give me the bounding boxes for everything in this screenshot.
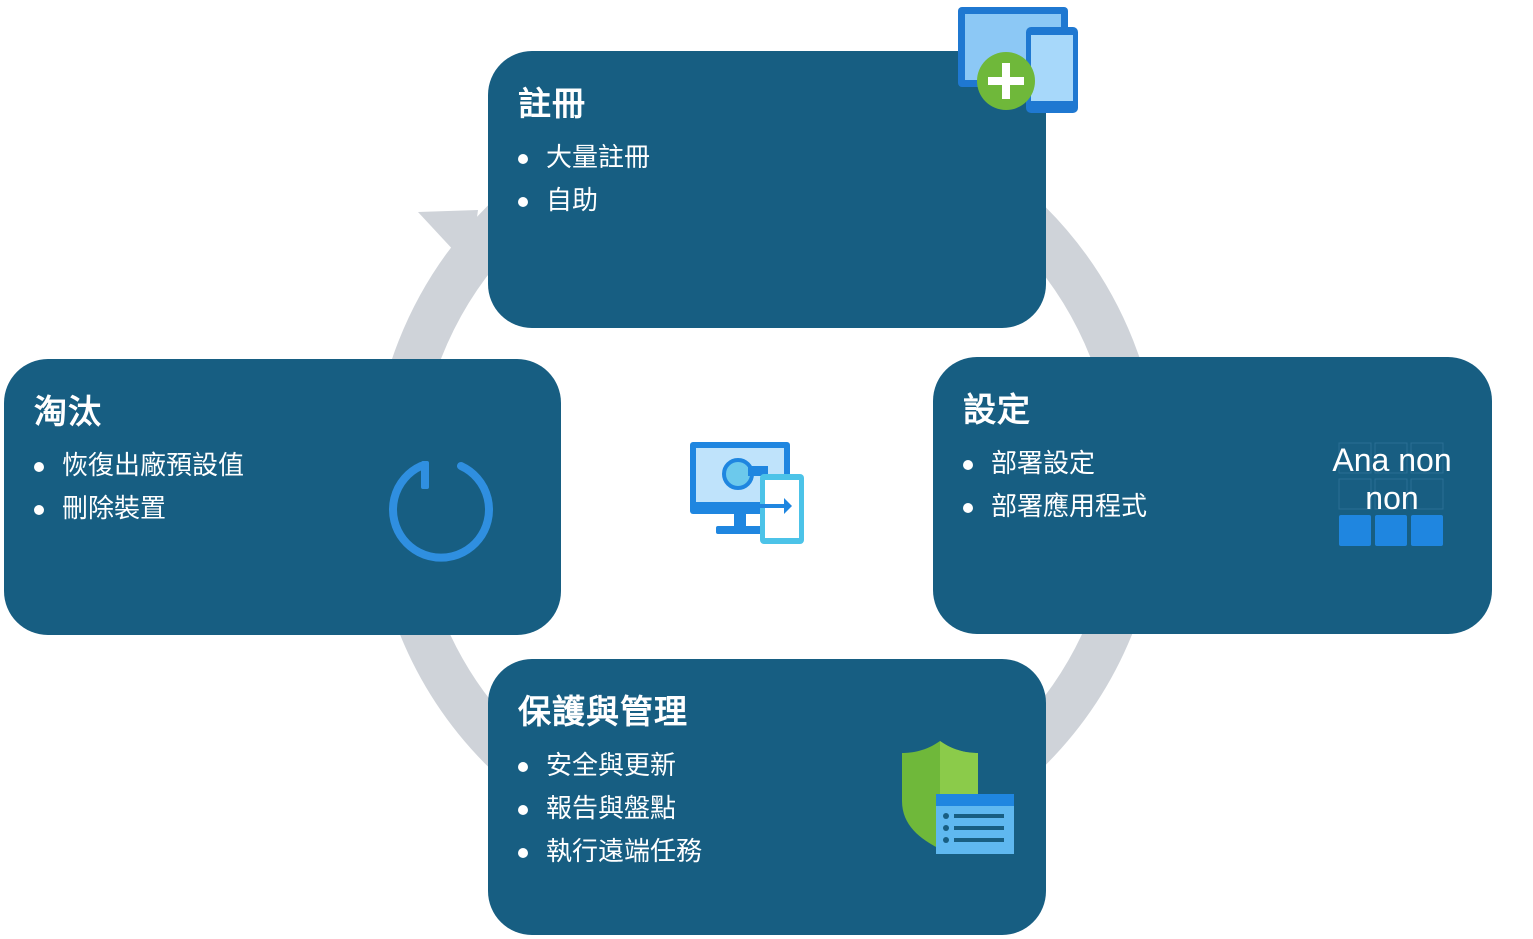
power-reset-icon [389, 461, 493, 562]
enroll-card: 註冊 大量註冊 自助 [488, 51, 1046, 328]
list-item: 部署應用程式 [963, 486, 1147, 529]
protect-list: 安全與更新 報告與盤點 執行遠端任務 [518, 745, 702, 874]
app-grid-label-line1: Ana non [1332, 442, 1452, 478]
configure-list: 部署設定 部署應用程式 [963, 443, 1147, 529]
retire-card: 淘汰 恢復出廠預設值 刪除裝置 [4, 359, 561, 635]
configure-title: 設定 [963, 390, 1031, 429]
enroll-list: 大量註冊 自助 [518, 137, 650, 223]
app-grid-label-line2: non [1365, 480, 1419, 516]
retire-title: 淘汰 [34, 392, 102, 431]
retire-list: 恢復出廠預設值 刪除裝置 [34, 445, 244, 531]
protect-title: 保護與管理 [518, 692, 688, 731]
configure-card: 設定 部署設定 部署應用程式 Ana non non [933, 357, 1492, 634]
list-item: 刪除裝置 [34, 488, 244, 531]
app-grid-label: Ana non non [1325, 441, 1459, 517]
list-item: 自助 [518, 180, 650, 223]
device-add-icon [958, 7, 1078, 113]
cycle-arrowhead [418, 210, 478, 268]
app-grid-icon [1338, 442, 1444, 546]
shield-list-icon [902, 741, 1014, 854]
list-item: 安全與更新 [518, 745, 702, 788]
list-item: 恢復出廠預設值 [34, 445, 244, 488]
list-item: 部署設定 [963, 443, 1147, 486]
protect-card: 保護與管理 安全與更新 報告與盤點 執行遠端任務 [488, 659, 1046, 935]
list-item: 大量註冊 [518, 137, 650, 180]
enroll-title: 註冊 [518, 84, 586, 123]
device-management-icon [690, 442, 804, 544]
list-item: 報告與盤點 [518, 788, 702, 831]
list-item: 執行遠端任務 [518, 831, 702, 874]
